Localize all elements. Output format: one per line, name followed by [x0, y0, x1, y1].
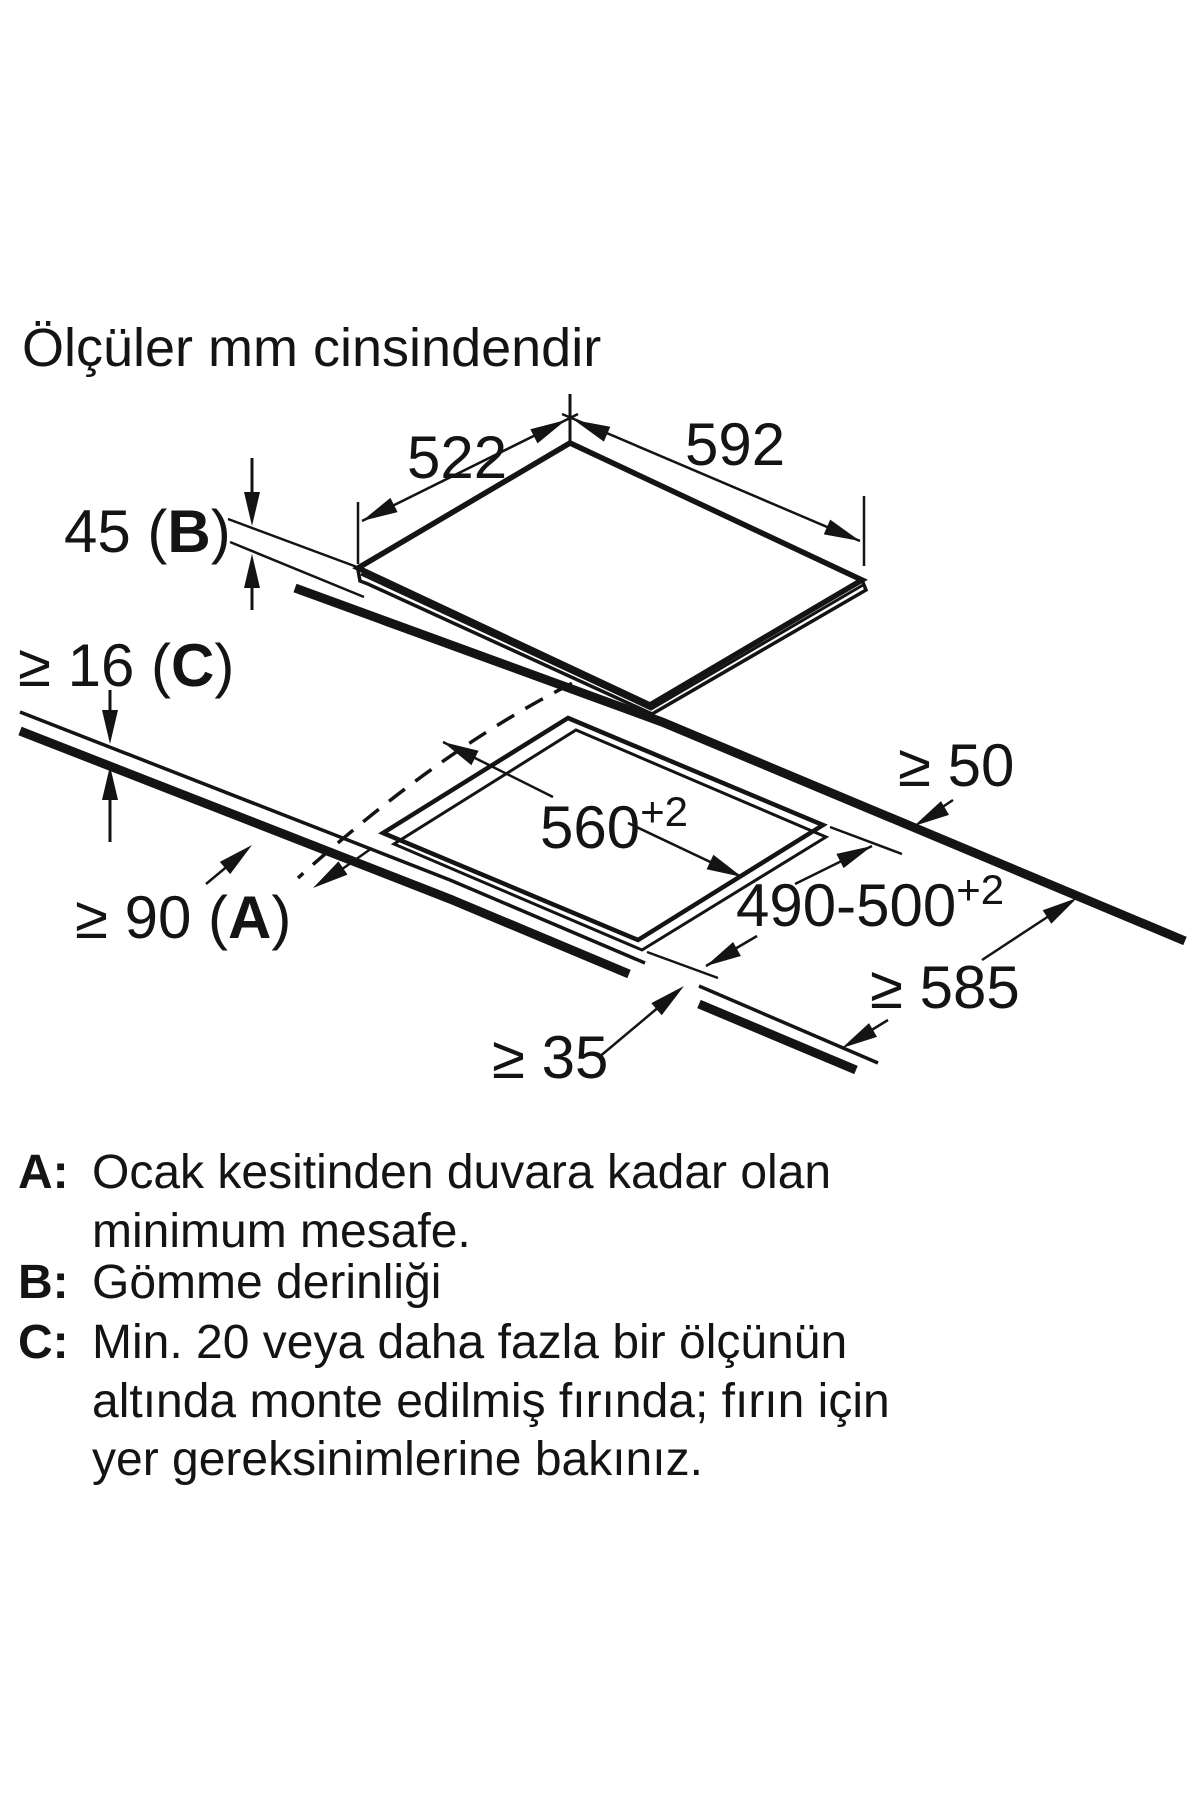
rear-wall-line: [293, 583, 1187, 946]
legend-text-a-line2: minimum mesafe.: [92, 1205, 471, 1258]
page-title: Ölçüler mm cinsindendir: [22, 318, 601, 378]
legend-text-c-line2: altında monte edilmiş fırında; fırın içi…: [92, 1375, 890, 1428]
label-min-90-a: ≥ 90 (A): [75, 884, 291, 951]
legend-key-a: A:: [18, 1146, 69, 1199]
dimension-min-16: [102, 690, 118, 842]
label-min-35: ≥ 35: [492, 1024, 608, 1091]
legend-text-c-line1: Min. 20 veya daha fazla bir ölçünün: [92, 1316, 847, 1369]
worktop-front-edge: [18, 710, 879, 1075]
label-min-585: ≥ 585: [870, 954, 1020, 1021]
legend-key-b: B:: [18, 1256, 69, 1309]
dimension-min-35: [597, 986, 684, 1059]
legend-text-b-line1: Gömme derinliği: [92, 1256, 441, 1309]
dimension-490-500: [646, 825, 903, 980]
legend-key-c: C:: [18, 1316, 69, 1369]
legend: A: Ocak kesitinden duvara kadar olan min…: [18, 1146, 890, 1486]
label-min-16-c: ≥ 16 (C): [18, 632, 234, 699]
dimension-min-50: [914, 798, 954, 826]
dimension-45-b: [227, 458, 365, 610]
dimension-min-585: [842, 898, 1077, 1048]
label-min-50: ≥ 50: [898, 732, 1014, 799]
label-522: 522: [407, 424, 507, 491]
label-45-b: 45 (B): [64, 498, 231, 565]
label-560: 560+2: [540, 788, 688, 861]
dimension-522-592: [356, 394, 866, 566]
worktop-cutout: [378, 715, 830, 952]
legend-text-c-line3: yer gereksinimlerine bakınız.: [92, 1433, 703, 1486]
label-490-500: 490-500+2: [736, 866, 1004, 939]
legend-text-a-line1: Ocak kesitinden duvara kadar olan: [92, 1146, 831, 1199]
label-592: 592: [685, 411, 785, 478]
dimension-min-90: [205, 845, 373, 888]
cooktop-body: [352, 439, 869, 716]
dimension-560: [442, 740, 743, 879]
